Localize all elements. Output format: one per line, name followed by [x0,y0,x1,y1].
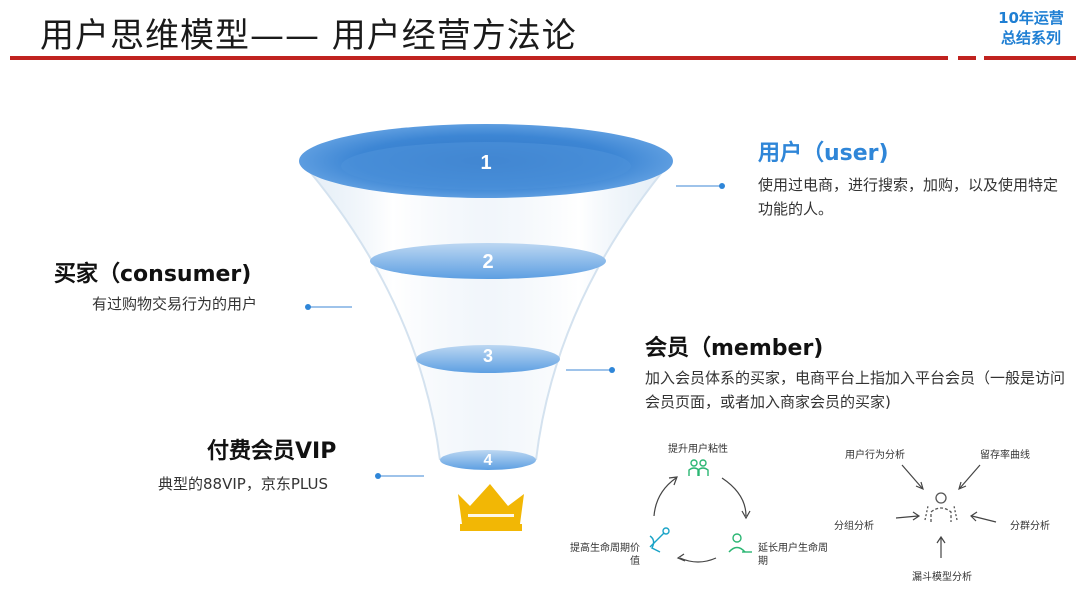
funnel-body [300,160,672,460]
cycle-label-right-line1: 延长用户生命周 [758,543,828,554]
cycle-label-right-line2: 期 [758,556,768,567]
funnel-level-2-number: 2 [482,251,493,273]
connector-member [566,367,615,373]
arrow-from-group [895,515,919,519]
header-rule-short [958,56,976,60]
funnel-level-3-number: 3 [483,346,493,366]
analysis-label-top-left: 用户行为分析 [845,450,905,461]
user-growth-icon [728,533,752,553]
analysis-label-left: 分组分析 [834,521,874,532]
cycle-label-left-line2: 值 [630,556,640,567]
cycle-label-top: 提升用户粘性 [668,444,728,455]
users-group-icon [688,459,709,476]
header-rule-right [984,56,1076,60]
connector-vip [375,473,424,479]
page-title: 用户思维模型—— 用户经营方法论 [40,16,577,56]
funnel-level-1-inner [341,142,631,190]
series-badge: 10年运营 总结系列 [996,8,1066,48]
cycle-label-right: 延长用户生命周 期 [758,542,828,568]
arrow-from-behavior [901,464,923,489]
cycle-arrow-left [653,477,677,517]
connector-consumer [305,304,352,310]
arrow-from-retention [959,464,981,489]
cycle-label-left-line1: 提高生命周期价 [570,543,640,554]
connector-user [676,183,725,189]
funnel-level-4-number: 4 [484,452,493,469]
funnel-edge-right [535,159,673,461]
analysis-label-bottom: 漏斗模型分析 [912,572,972,583]
cycle-arrow-right [721,477,747,517]
funnel-level-3-ring [416,345,560,373]
series-badge-line2: 总结系列 [1000,29,1061,47]
consumer-title: 买家（consumer) [54,262,252,287]
funnel-level-1-number: 1 [480,152,491,174]
cycle-label-left: 提高生命周期价 值 [570,542,640,568]
crown-icon [458,484,524,531]
member-title: 会员（member) [645,336,824,361]
header-rule [10,56,948,60]
series-badge-line1: 10年运营 [998,9,1064,27]
arrow-from-cluster [971,515,997,523]
user-desc: 使用过电商，进行搜索，加购，以及使用特定功能的人。 [758,176,1059,218]
vip-title: 付费会员VIP [207,439,337,464]
analysis-label-top-right: 留存率曲线 [980,450,1030,461]
funnel-edge-left [299,159,441,461]
value-tool-icon [649,527,670,553]
funnel-level-4-ring [440,450,536,470]
vip-desc: 典型的88VIP，京东PLUS [158,475,328,493]
funnel-level-2-ring [370,243,606,279]
member-desc: 加入会员体系的买家，电商平台上指加入平台会员（一般是访问会员页面，或者加入商家会… [645,369,1066,411]
consumer-desc: 有过购物交易行为的用户 [92,295,258,313]
user-title: 用户（user) [758,141,889,166]
person-analysis-icon [924,492,958,522]
cycle-arrow-bottom [679,557,717,563]
analysis-label-right: 分群分析 [1010,521,1050,532]
